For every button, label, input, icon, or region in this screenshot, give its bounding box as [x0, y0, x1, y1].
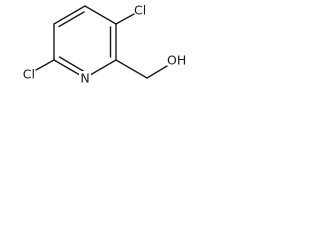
chemical-structure-diagram: N Cl Cl OH	[23, 3, 186, 86]
bond-c2-ch2	[115, 59, 148, 79]
bond-c6-cl	[35, 59, 55, 71]
bond-c4-c5	[53, 5, 86, 25]
bond-ch2-o	[146, 65, 168, 79]
bond-c3-cl	[115, 13, 135, 25]
chlorine-top-label: Cl	[134, 3, 146, 18]
hydroxyl-label: OH	[167, 53, 186, 68]
atom-labels: N Cl Cl OH	[23, 3, 186, 86]
chlorine-left-label: Cl	[23, 67, 35, 82]
nitrogen-label: N	[80, 71, 89, 86]
bond-c6-n1-inner	[58, 56, 85, 73]
bond-c4-c5-inner	[58, 11, 85, 28]
n-label-background	[79, 71, 91, 85]
bond-c3-c4	[84, 5, 117, 25]
pyridine-ring	[53, 5, 117, 79]
substituents	[35, 13, 168, 79]
